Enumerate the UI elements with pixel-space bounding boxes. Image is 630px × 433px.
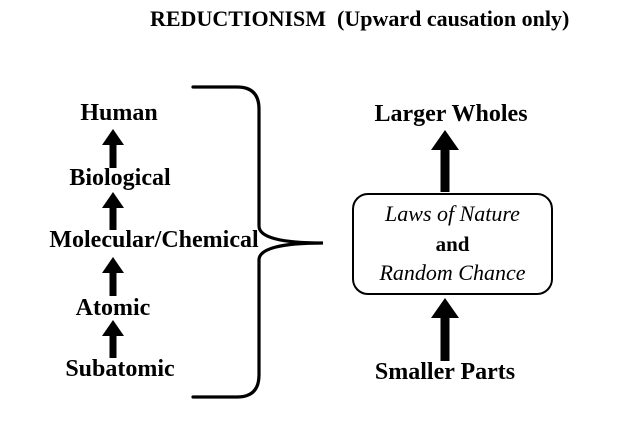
level-label-biological: Biological [69, 165, 171, 191]
up-arrow-icon [102, 129, 124, 168]
larger-wholes-label: Larger Wholes [374, 101, 528, 127]
level-label-atomic: Atomic [75, 295, 151, 321]
level-label-molecular-chemical: Molecular/Chemical [49, 227, 259, 253]
level-label-subatomic: Subatomic [65, 356, 175, 382]
up-arrow-icon [102, 257, 124, 296]
laws-box-line2: and [435, 232, 470, 256]
up-arrow-icon [102, 192, 124, 230]
smaller-parts-label: Smaller Parts [374, 359, 516, 385]
level-label-human: Human [80, 100, 158, 126]
laws-box-line3: Random Chance [379, 260, 526, 285]
diagram-title: REDUCTIONISM (Upward causation only) [150, 6, 570, 31]
curly-brace-icon [191, 85, 324, 399]
up-arrow-icon [431, 130, 459, 192]
laws-of-nature-box: Laws of Nature and Random Chance [352, 193, 553, 295]
up-arrow-icon [102, 320, 124, 358]
up-arrow-icon [431, 298, 459, 361]
laws-box-line1: Laws of Nature [385, 201, 520, 226]
